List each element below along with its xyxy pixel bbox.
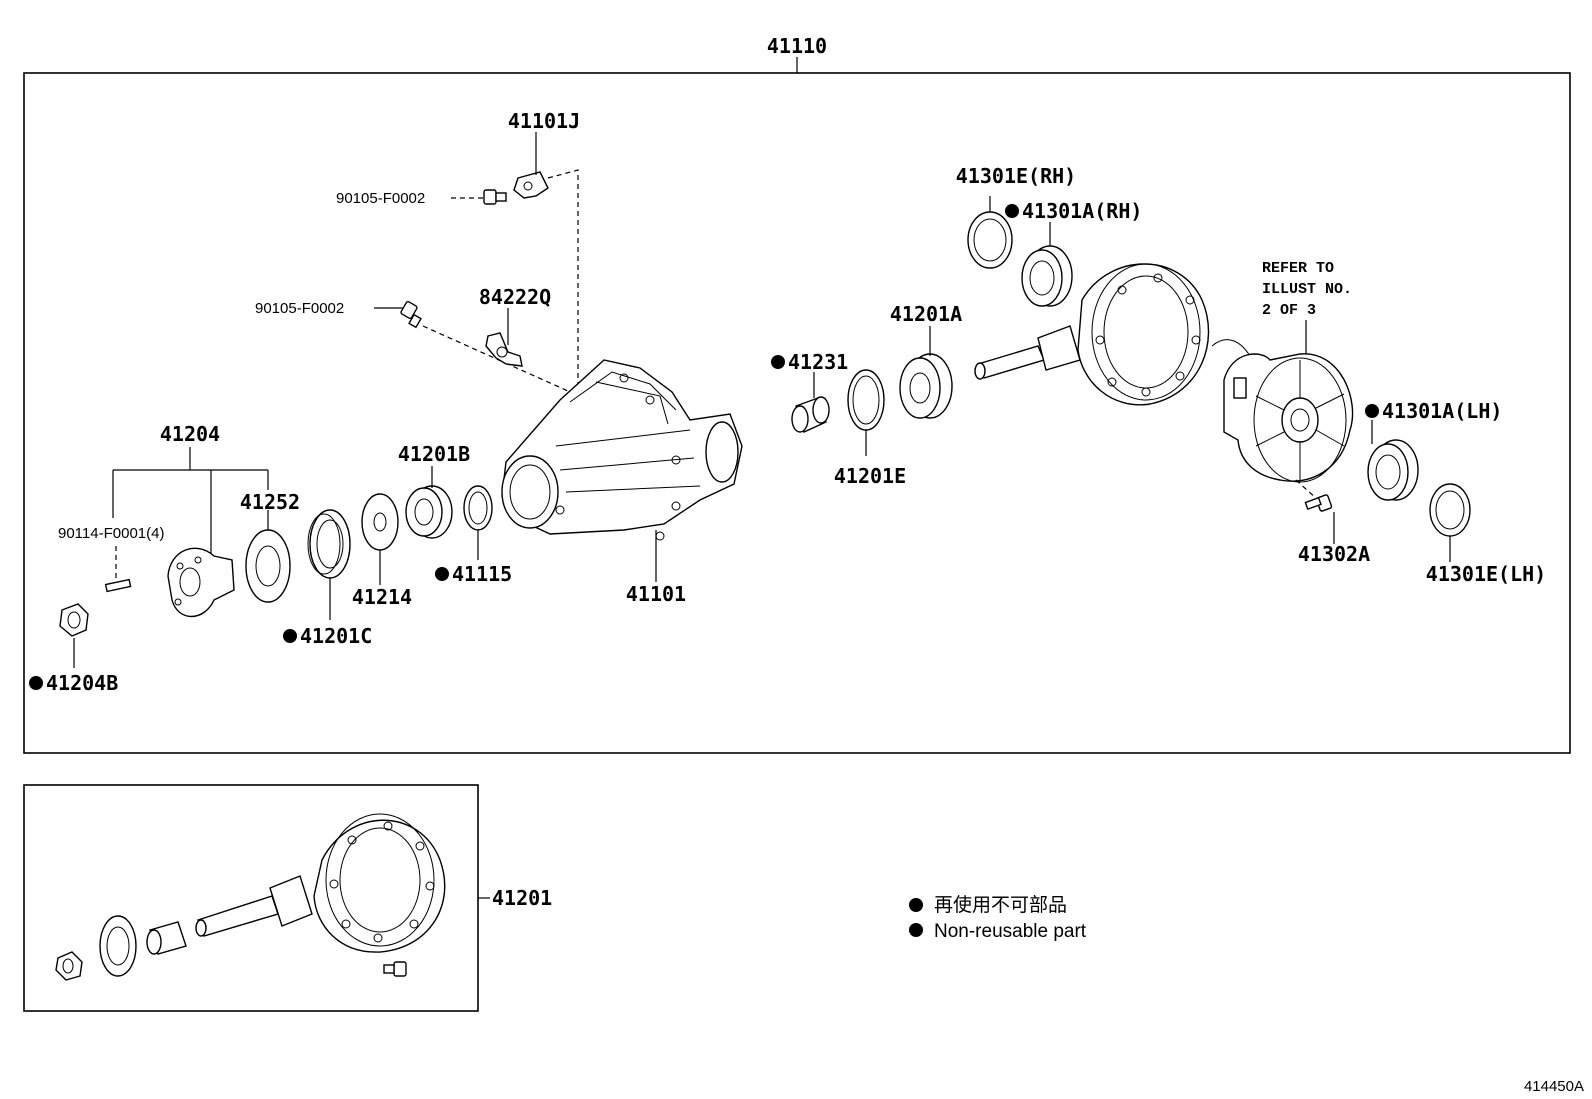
bearing-rh-drawing bbox=[967, 196, 1073, 307]
label-41302a: 41302A bbox=[1298, 542, 1370, 566]
deflector-41252-drawing bbox=[245, 510, 291, 603]
label-41115: 41115 bbox=[452, 562, 512, 586]
diagram-code: 414450A bbox=[1524, 1078, 1584, 1095]
subassembly-label: 41201 bbox=[492, 886, 552, 910]
bolt-90105-mid-icon bbox=[374, 300, 589, 401]
bolt-90105-top-icon bbox=[451, 189, 507, 205]
label-41201e: 41201E bbox=[834, 464, 906, 488]
subassembly-gear-drawing bbox=[55, 813, 446, 981]
shim-41201e-drawing bbox=[847, 369, 885, 456]
label-41204b: 41204B bbox=[46, 671, 118, 695]
label-41301e-lh: 41301E(LH) bbox=[1426, 562, 1546, 586]
stud-90114-icon bbox=[104, 546, 132, 593]
oil-seal-41201c-drawing bbox=[283, 509, 351, 643]
bearing-41201b-drawing bbox=[405, 466, 453, 539]
label-41301a-rh: 41301A(RH) bbox=[1022, 199, 1142, 223]
carrier-housing-drawing bbox=[501, 359, 743, 582]
label-41301a-lh: 41301A(LH) bbox=[1382, 399, 1502, 423]
sensor-84222q-drawing bbox=[485, 308, 523, 367]
label-84222q: 84222Q bbox=[479, 285, 551, 309]
ring-pinion-gear-drawing bbox=[974, 263, 1210, 406]
reference-note-line3: 2 OF 3 bbox=[1262, 302, 1316, 319]
bearing-41201a-drawing bbox=[899, 326, 953, 419]
spacer-41115-drawing bbox=[435, 485, 493, 581]
label-41301e-rh: 41301E(RH) bbox=[956, 164, 1076, 188]
part-41101j-drawing bbox=[513, 132, 579, 388]
label-90105-mid: 90105-F0002 bbox=[255, 300, 344, 317]
reference-note-line2: ILLUST NO. bbox=[1262, 281, 1352, 298]
companion-flange-drawing bbox=[167, 547, 235, 617]
label-41201a: 41201A bbox=[890, 302, 962, 326]
legend-dot-icon bbox=[909, 923, 923, 937]
legend-dot-icon bbox=[909, 898, 923, 912]
legend-jp: 再使用不可部品 bbox=[934, 894, 1067, 916]
bearing-lh-drawing bbox=[1365, 404, 1419, 501]
label-41204: 41204 bbox=[160, 422, 220, 446]
legend: 再使用不可部品 Non-reusable part bbox=[909, 894, 1087, 942]
label-90114: 90114-F0001(4) bbox=[58, 525, 164, 542]
nut-41204b-icon bbox=[29, 603, 89, 690]
label-41231: 41231 bbox=[788, 350, 848, 374]
differential-case-drawing bbox=[1211, 339, 1354, 483]
bolt-41302a-icon bbox=[1295, 479, 1335, 544]
label-41101: 41101 bbox=[626, 582, 686, 606]
reference-note-line1: REFER TO bbox=[1262, 260, 1334, 277]
spacer-41231-drawing bbox=[771, 355, 830, 433]
shim-lh-drawing bbox=[1429, 483, 1471, 562]
label-41252: 41252 bbox=[240, 490, 300, 514]
label-90105-top: 90105-F0002 bbox=[336, 190, 425, 207]
washer-41214-drawing bbox=[361, 493, 399, 585]
assembly-label: 41110 bbox=[767, 34, 827, 58]
label-41214: 41214 bbox=[352, 585, 412, 609]
label-41201c: 41201C bbox=[300, 624, 372, 648]
legend-en: Non-reusable part bbox=[934, 921, 1087, 942]
label-41201b: 41201B bbox=[398, 442, 470, 466]
label-41101j: 41101J bbox=[508, 109, 580, 133]
